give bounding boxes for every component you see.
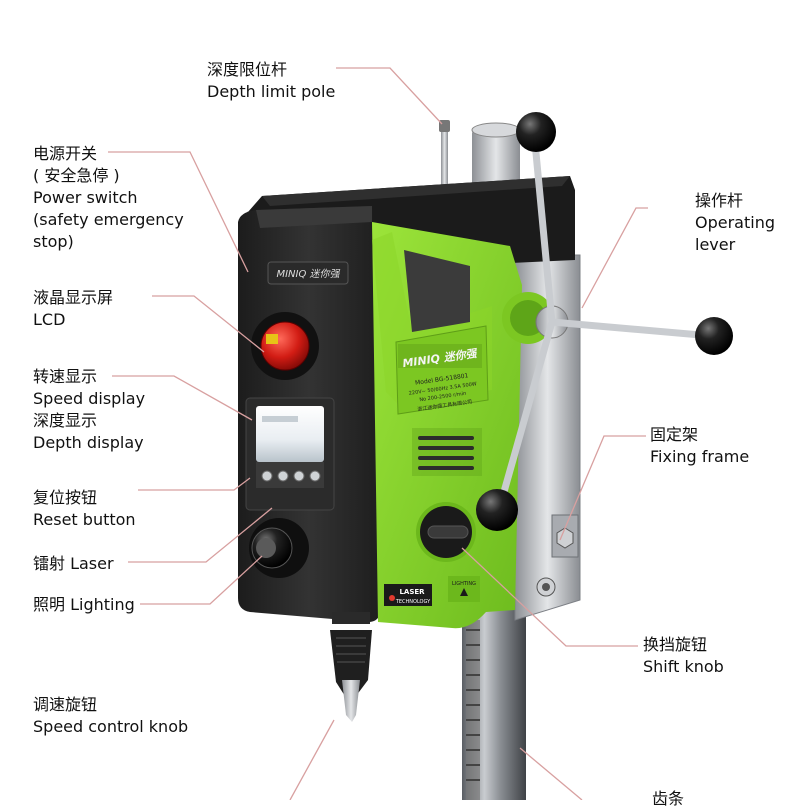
label-depth-limit-pole-zh: 深度限位杆 xyxy=(207,60,288,79)
laser-tag xyxy=(384,584,432,606)
label-operating-lever-en1: Operating xyxy=(695,213,775,232)
shift-knob xyxy=(427,525,469,539)
label-operating-lever: 操作杆 Operating lever xyxy=(695,190,775,256)
lever-knob-bottom xyxy=(476,489,518,531)
label-speed-display-en: Speed display xyxy=(33,389,146,408)
label-power-switch-en2: (safety emergency xyxy=(33,210,184,229)
label-reset-button-zh: 复位按钮 xyxy=(33,488,98,507)
svg-text:TECHNOLOGY: TECHNOLOGY xyxy=(395,599,431,605)
label-shift-knob-en: Shift knob xyxy=(643,657,724,676)
label-fixing-frame-zh: 固定架 xyxy=(650,425,699,444)
leader-lines xyxy=(108,67,648,800)
label-shift-knob: 换挡旋钮 Shift knob xyxy=(643,634,724,678)
label-power-switch-en1: Power switch xyxy=(33,188,138,207)
brand-plate-front xyxy=(395,325,489,415)
label-shift-knob-zh: 换挡旋钮 xyxy=(643,635,708,654)
brand-plate-top xyxy=(267,261,349,285)
operating-lever-arm xyxy=(551,318,713,340)
label-laser-text: 镭射 Laser xyxy=(33,554,114,573)
label-power-switch: 电源开关 ( 安全急停 ) Power switch (safety emerg… xyxy=(33,143,184,253)
label-lcd: 液晶显示屏 LCD xyxy=(33,287,113,331)
label-power-switch-zh: 电源开关 xyxy=(33,144,98,163)
rack-teeth xyxy=(466,629,480,781)
column-top xyxy=(472,128,520,188)
label-depth-display-en: Depth display xyxy=(33,433,144,452)
label-speed-control-knob-en: Speed control knob xyxy=(33,717,189,736)
svg-text:LIGHTING: LIGHTING xyxy=(452,581,476,587)
vent-slots xyxy=(418,436,474,470)
brand-top-text: MINIQ 迷你强 xyxy=(276,268,340,280)
label-reset-button-en: Reset button xyxy=(33,510,136,529)
depth-limit-pole xyxy=(441,128,448,194)
reset-button xyxy=(261,470,273,482)
lever-knob-top xyxy=(516,112,556,152)
label-operating-lever-zh: 操作杆 xyxy=(695,191,744,210)
label-speed-display-zh: 转速显示 xyxy=(33,367,98,386)
label-operating-lever-en2: lever xyxy=(695,235,736,254)
chuck xyxy=(330,630,372,704)
label-power-switch-en3: stop) xyxy=(33,232,74,251)
lcd-screen xyxy=(256,406,324,462)
label-fixing-frame: 固定架 Fixing frame xyxy=(650,424,749,468)
label-lighting: 照明 Lighting xyxy=(33,594,135,616)
label-lighting-text: 照明 Lighting xyxy=(33,595,135,614)
emergency-stop-button xyxy=(260,321,310,371)
label-power-switch-note: ( 安全急停 ) xyxy=(33,166,120,185)
label-bottom-partial: 齿条 xyxy=(652,788,684,810)
label-depth-display-zh: 深度显示 xyxy=(33,411,98,430)
label-lcd-zh: 液晶显示屏 xyxy=(33,288,114,307)
label-depth-limit-pole-en: Depth limit pole xyxy=(207,82,336,101)
label-bottom-partial-zh: 齿条 xyxy=(652,789,685,808)
label-depth-limit-pole: 深度限位杆 Depth limit pole xyxy=(207,59,335,103)
svg-text:LASER: LASER xyxy=(399,588,425,596)
label-fixing-frame-en: Fixing frame xyxy=(650,447,750,466)
label-lcd-en: LCD xyxy=(33,310,66,329)
label-speed-control-knob-zh: 调速旋钮 xyxy=(33,695,98,714)
label-speed-display: 转速显示 Speed display 深度显示 Depth display xyxy=(33,366,145,454)
label-reset-button: 复位按钮 Reset button xyxy=(33,487,136,531)
lever-knob-right xyxy=(695,317,733,355)
label-speed-control-knob: 调速旋钮 Speed control knob xyxy=(33,694,188,738)
rack-gear xyxy=(466,620,480,800)
label-laser: 镭射 Laser xyxy=(33,553,114,575)
